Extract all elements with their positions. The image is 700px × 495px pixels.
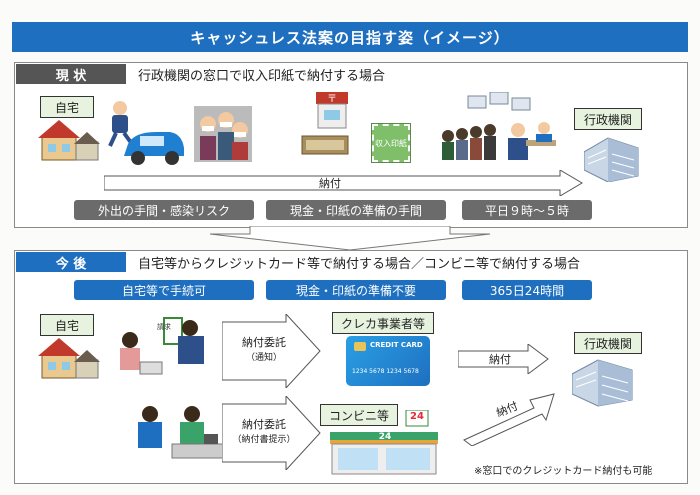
future-heading: 自宅等からクレジットカード等で納付する場合／コンビニ等で納付する場合 xyxy=(138,256,581,272)
transition-arrow xyxy=(209,226,491,250)
online-payment-person-icon xyxy=(120,317,204,375)
delegate2-title: 納付委託 xyxy=(242,418,286,431)
pay-label-1: 納付 xyxy=(489,353,511,366)
store-payment-person-icon xyxy=(138,406,227,459)
store-sign-top: 24 xyxy=(410,411,424,422)
delegate-arrow-conbini xyxy=(222,396,321,470)
issue-pill-travel: 外出の手間・感染リスク xyxy=(74,200,254,220)
credit-provider-label: クレカ事業者等 xyxy=(332,312,434,334)
future-gov-label: 行政機関 xyxy=(574,332,642,354)
store-sign-front: 24 xyxy=(378,432,392,442)
current-heading: 行政機関の窓口で収入印紙で納付する場合 xyxy=(138,68,386,84)
future-house-icon xyxy=(38,338,100,379)
phone-text: 請求 xyxy=(157,323,171,331)
issue-pill-hours: 平日９時～５時 xyxy=(462,200,592,220)
post-office-icon: 〒 xyxy=(301,92,349,155)
benefit-pill-no-cash: 現金・印紙の準備不要 xyxy=(266,280,446,300)
current-gov-label: 行政機関 xyxy=(574,108,642,130)
future-government-building-icon xyxy=(572,359,633,407)
delegate-arrow-credit xyxy=(222,314,321,388)
payment-flow-arrow xyxy=(104,170,583,196)
card-text: CREDIT CARD xyxy=(370,341,423,349)
benefit-pill-24h: 365日24時間 xyxy=(462,280,592,300)
convenience-store-icon xyxy=(330,410,438,475)
current-tab: 現 状 xyxy=(16,64,126,84)
delegate1-title: 納付委託 xyxy=(242,336,286,349)
pay-arrow-conbini xyxy=(463,393,555,446)
issue-pill-preparation: 現金・印紙の準備の手間 xyxy=(266,200,446,220)
future-home-label: 自宅 xyxy=(40,314,94,336)
waiting-queue-icon xyxy=(442,92,556,160)
car-travel-icon xyxy=(108,101,184,165)
page-title: キャッシュレス法案の目指す姿（イメージ） xyxy=(12,22,688,52)
card-number: 1234 5678 1234 5678 xyxy=(352,368,419,375)
stamp-text: 収入印紙 xyxy=(375,138,407,148)
future-tab: 今 後 xyxy=(16,252,126,272)
benefit-pill-home: 自宅等で手続可 xyxy=(74,280,254,300)
svg-text:〒: 〒 xyxy=(327,94,337,105)
delegate1-sub: （通知） xyxy=(245,353,282,363)
delegate2-sub: （納付書提示） xyxy=(232,435,296,445)
credit-card-icon: CREDIT CARD 1234 5678 1234 5678 xyxy=(346,336,430,386)
crowd-infection-icon xyxy=(194,106,252,162)
card-chip-icon xyxy=(354,342,366,351)
conbini-label: コンビニ等 xyxy=(320,404,398,426)
current-home-label: 自宅 xyxy=(40,96,94,118)
government-building-icon xyxy=(584,137,639,182)
house-icon xyxy=(38,120,100,161)
footnote: ※窓口でのクレジットカード納付も可能 xyxy=(474,466,653,477)
current-arrow-label: 納付 xyxy=(319,177,341,190)
revenue-stamp-icon: 収入印紙 xyxy=(372,124,410,162)
pay-arrow-credit xyxy=(458,344,549,374)
